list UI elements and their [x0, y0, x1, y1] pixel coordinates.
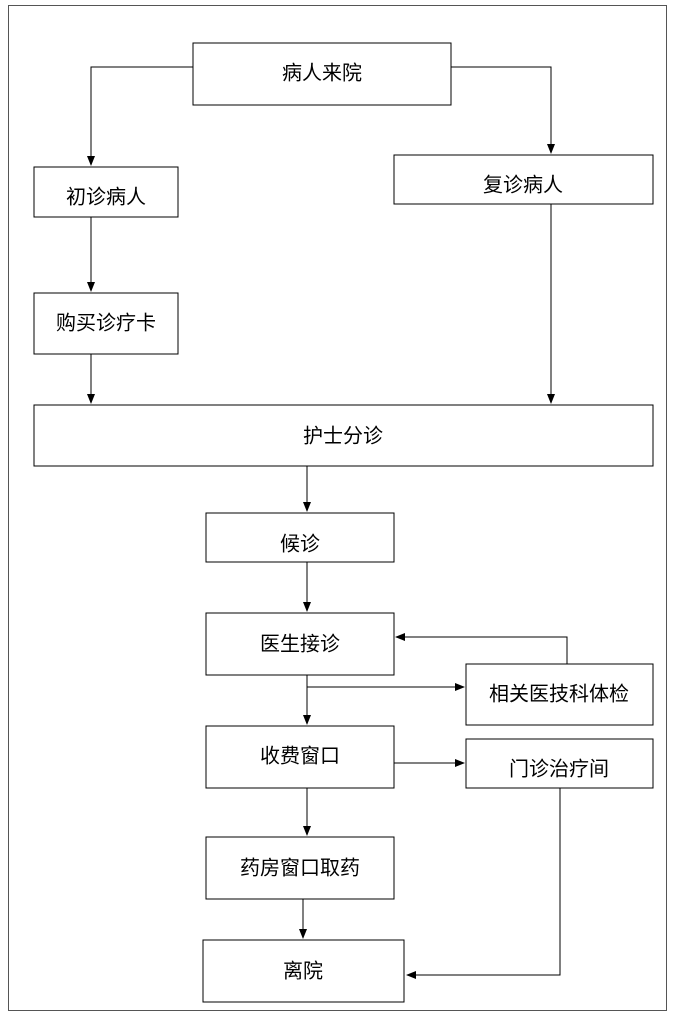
- node-return-visit-label: 复诊病人: [483, 173, 563, 197]
- edge-arrive-to-first: [87, 66, 193, 166]
- node-waiting: 候诊: [205, 512, 395, 563]
- diagram-frame: [8, 5, 667, 1011]
- node-return-visit: 复诊病人: [393, 154, 654, 205]
- node-first-visit-label: 初诊病人: [66, 185, 146, 209]
- node-outpatient-treatment-label: 门诊治疗间: [509, 757, 609, 781]
- node-outpatient-treatment: 门诊治疗间: [465, 738, 654, 789]
- node-pharmacy: 药房窗口取药: [205, 836, 395, 900]
- node-doctor-consult-label: 医生接诊: [260, 632, 340, 656]
- edge-treatment-to-leave: [406, 788, 561, 979]
- node-first-visit: 初诊病人: [33, 166, 179, 218]
- node-doctor-consult: 医生接诊: [205, 612, 395, 676]
- node-pharmacy-label: 药房窗口取药: [240, 856, 360, 880]
- node-medical-tech-exam-label: 相关医技科体检: [489, 682, 629, 706]
- node-leave: 离院: [202, 939, 405, 1003]
- node-patient-arrives-label: 病人来院: [282, 61, 362, 85]
- node-waiting-label: 候诊: [280, 532, 320, 556]
- node-medical-tech-exam: 相关医技科体检: [465, 663, 654, 726]
- edge-arrive-to-return: [451, 66, 555, 154]
- node-nurse-triage: 护士分诊: [33, 404, 654, 467]
- node-nurse-triage-label: 护士分诊: [303, 424, 383, 448]
- node-leave-label: 离院: [283, 959, 323, 983]
- node-cashier-label: 收费窗口: [260, 744, 340, 768]
- node-buy-card: 购买诊疗卡: [33, 292, 179, 355]
- node-cashier: 收费窗口: [205, 725, 395, 789]
- node-buy-card-label: 购买诊疗卡: [56, 311, 156, 335]
- node-patient-arrives: 病人来院: [192, 42, 452, 106]
- edge-exam-to-doctor: [395, 633, 568, 664]
